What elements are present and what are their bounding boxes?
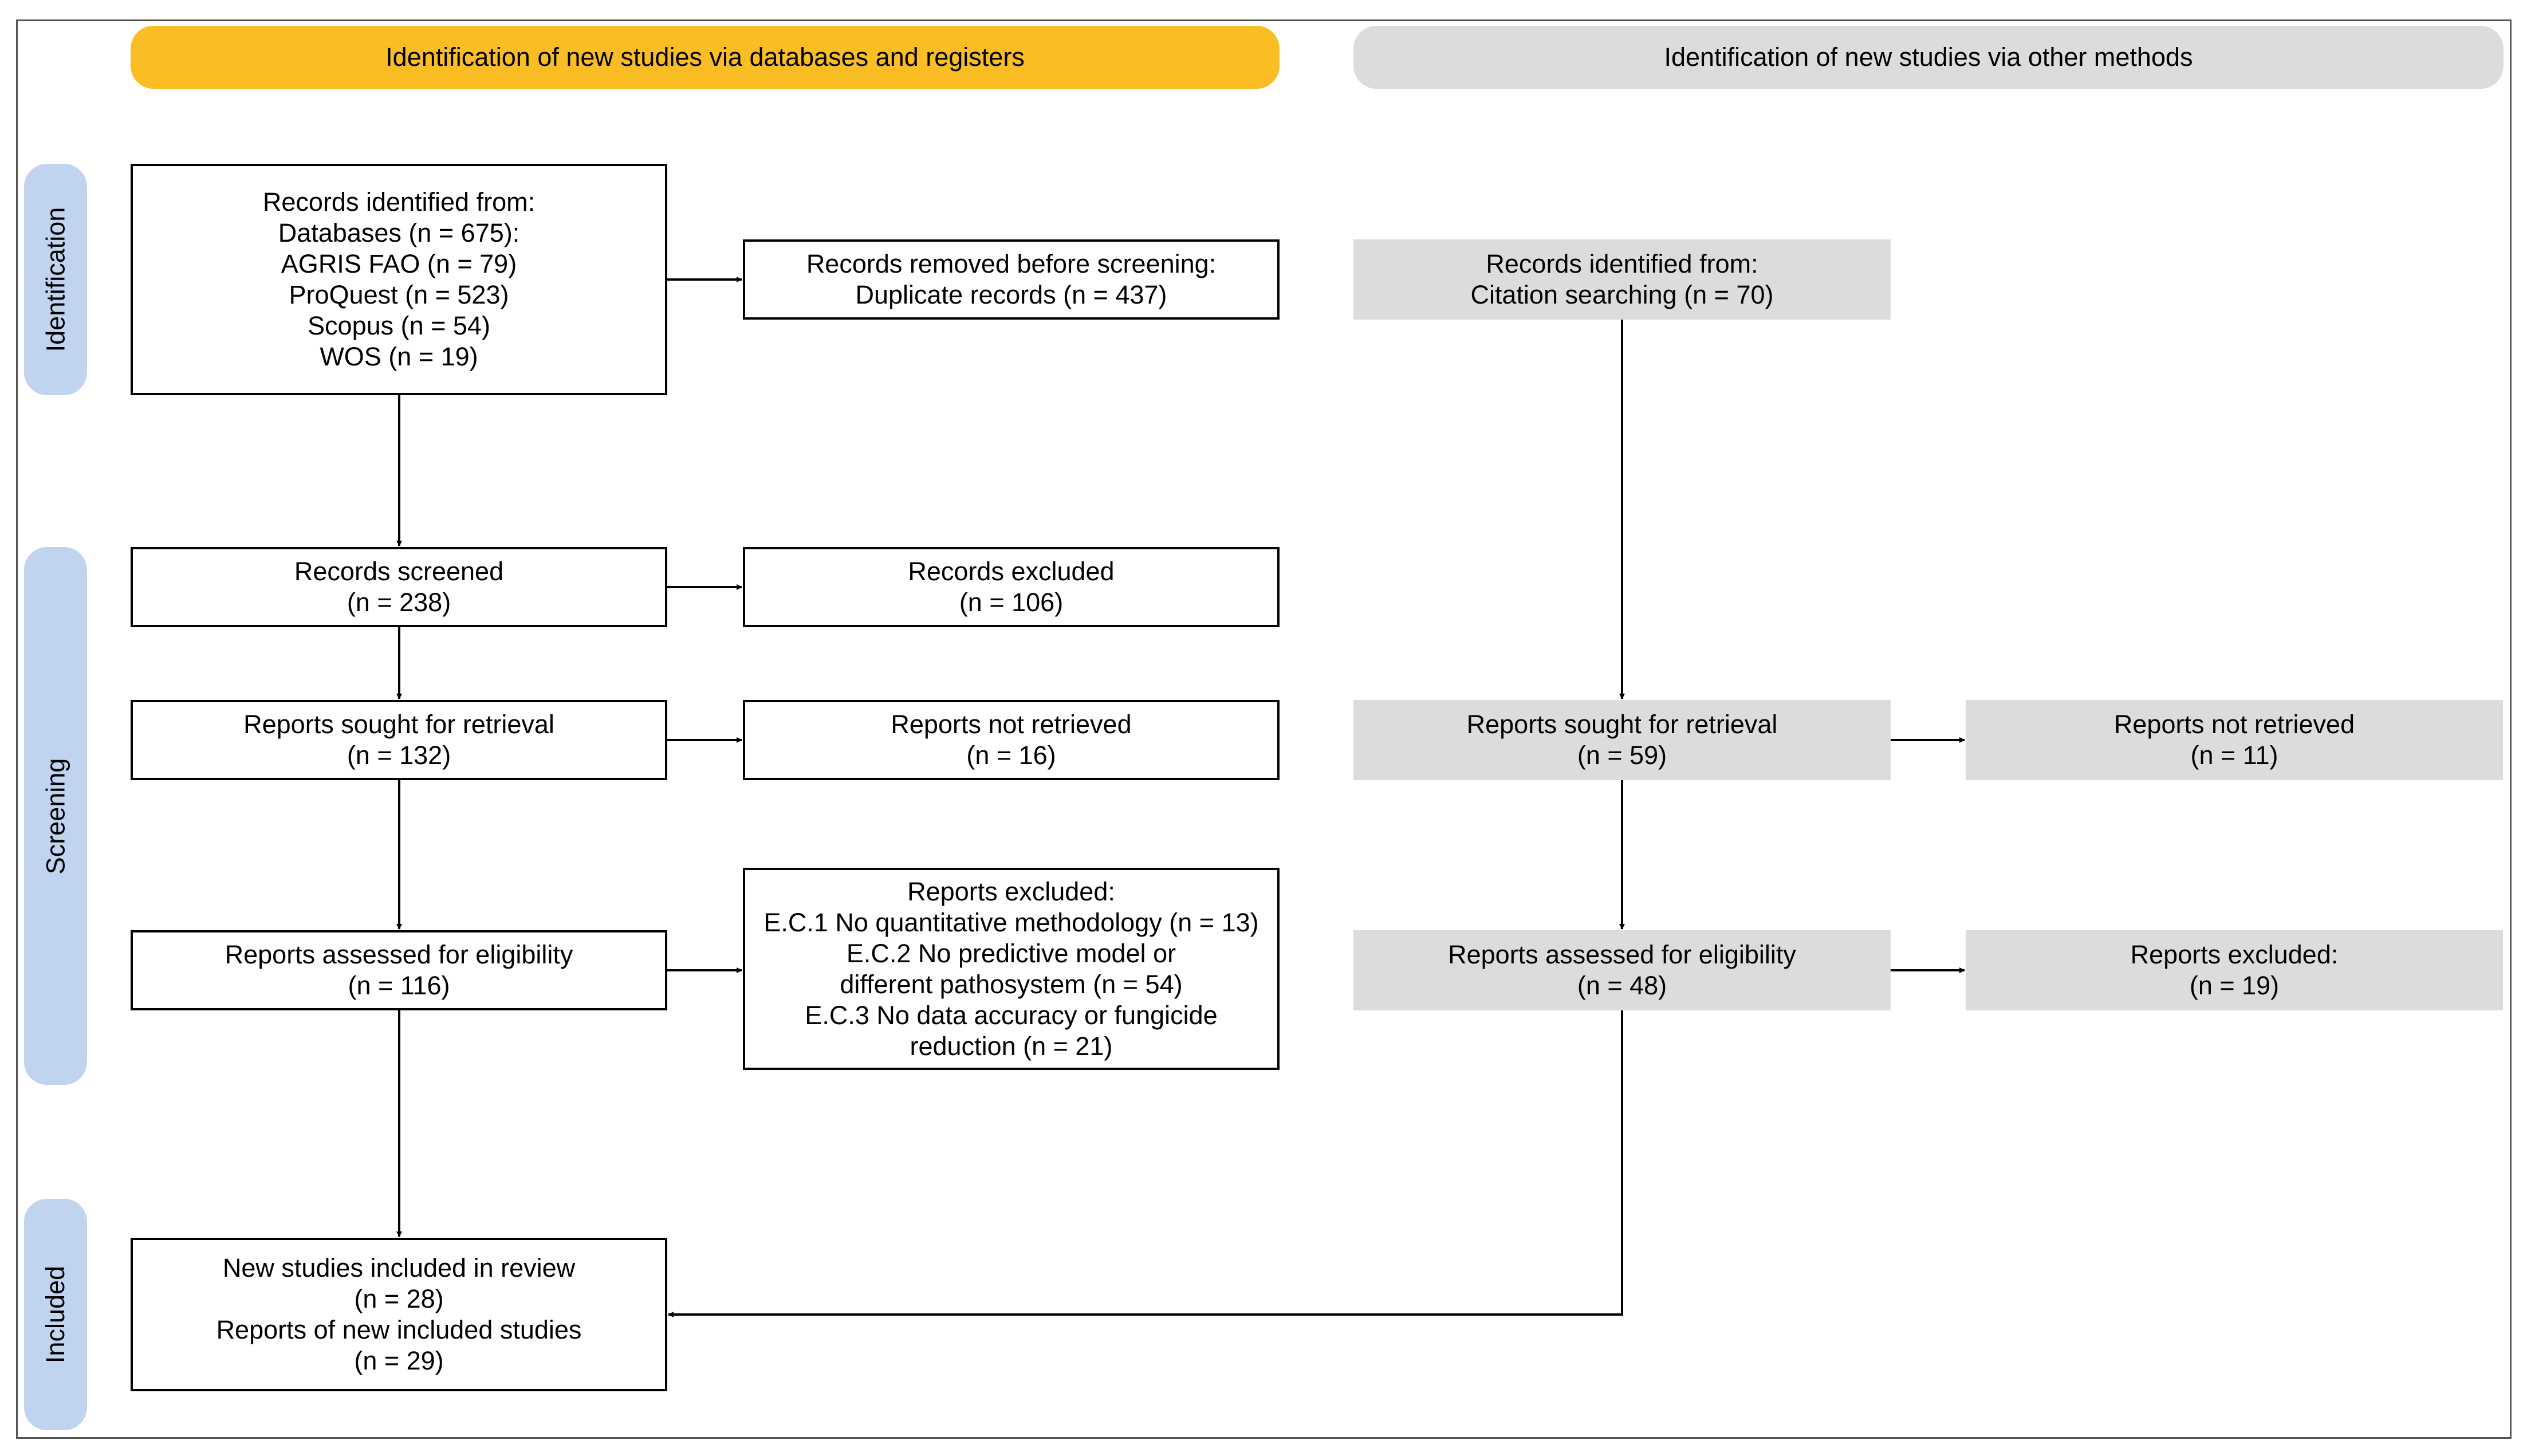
other-reports-not-retrieved-box: Reports not retrieved(n = 11)	[1966, 700, 2503, 780]
box-text-line: (n = 132)	[347, 741, 451, 770]
box-text-line: Databases (n = 675):	[278, 218, 520, 247]
phase-identification: Identification	[24, 164, 87, 395]
box-text-line: Citation searching (n = 70)	[1470, 280, 1774, 309]
box-text-line: (n = 16)	[966, 741, 1056, 770]
box-text-line: E.C.2 No predictive model or	[846, 938, 1176, 968]
box-text-line: Records excluded	[908, 557, 1115, 586]
other-reports-assessed-box: Reports assessed for eligibility(n = 48)	[1353, 930, 1891, 1010]
box-text-line: Reports excluded:	[907, 876, 1115, 906]
box-text-line: Reports sought for retrieval	[243, 710, 554, 739]
other-methods-header: Identification of new studies via other …	[1353, 26, 2504, 89]
other-reports-sought-box: Reports sought for retrieval(n = 59)	[1353, 700, 1891, 780]
box-text-line: ProQuest (n = 523)	[289, 280, 509, 309]
box-text-line: Reports excluded:	[2130, 940, 2339, 969]
box-text-line: (n = 29)	[354, 1346, 444, 1375]
reports-not-retrieved-box: Reports not retrieved(n = 16)	[743, 700, 1280, 780]
box-text-line: Reports of new included studies	[216, 1315, 582, 1344]
box-text-line: E.C.1 No quantitative methodology (n = 1…	[763, 907, 1259, 937]
box-text-line: AGRIS FAO (n = 79)	[281, 249, 517, 278]
databases-header: Identification of new studies via databa…	[131, 26, 1280, 89]
box-text-line: (n = 28)	[354, 1284, 444, 1313]
included-studies-box: New studies included in review(n = 28)Re…	[131, 1238, 667, 1391]
box-text-line: Scopus (n = 54)	[308, 311, 490, 340]
box-text-line: Records screened	[294, 557, 504, 586]
box-text-line: Duplicate records (n = 437)	[855, 280, 1167, 309]
box-text-line: Reports assessed for eligibility	[1448, 940, 1796, 969]
box-text-line: Reports sought for retrieval	[1466, 710, 1778, 739]
box-text-line: Reports assessed for eligibility	[225, 940, 573, 969]
box-text-line: New studies included in review	[222, 1253, 576, 1282]
arrow-other-assessed-to-included	[668, 1010, 1623, 1317]
box-text-line: Reports not retrieved	[891, 710, 1132, 739]
box-text-line: reduction (n = 21)	[910, 1031, 1113, 1061]
box-text-line: (n = 106)	[959, 588, 1064, 617]
reports-sought-box: Reports sought for retrieval(n = 132)	[131, 700, 667, 780]
box-text-line: Records identified from:	[1486, 249, 1758, 278]
diagram-frame	[16, 19, 2512, 1439]
reports-assessed-box: Reports assessed for eligibility(n = 116…	[131, 930, 667, 1010]
box-text-line: (n = 116)	[348, 971, 450, 1000]
box-text-line: Records identified from:	[262, 187, 536, 217]
box-text-line: (n = 59)	[1577, 741, 1667, 770]
citation-records-box: Records identified from:Citation searchi…	[1353, 239, 1891, 320]
records-identified-box: Records identified from:Databases (n = 6…	[131, 164, 667, 395]
box-text-line: E.C.3 No data accuracy or fungicide	[805, 1000, 1218, 1030]
box-text-line: Reports not retrieved	[2113, 710, 2355, 739]
box-text-line: (n = 19)	[2189, 971, 2280, 1000]
records-removed-box: Records removed before screening:Duplica…	[743, 239, 1280, 320]
box-text-line: WOS (n = 19)	[320, 342, 478, 371]
box-text-line: Records removed before screening:	[806, 249, 1217, 278]
box-text-line: (n = 238)	[347, 588, 451, 617]
records-excluded-box: Records excluded(n = 106)	[743, 547, 1280, 627]
box-text-line: (n = 48)	[1577, 971, 1667, 1000]
phase-screening: Screening	[24, 547, 87, 1085]
records-screened-box: Records screened(n = 238)	[131, 547, 667, 627]
phase-included: Included	[24, 1199, 87, 1430]
box-text-line: different pathosystem (n = 54)	[840, 969, 1183, 999]
reports-excluded-box: Reports excluded:E.C.1 No quantitative m…	[743, 868, 1280, 1070]
box-text-line: (n = 11)	[2190, 741, 2278, 770]
other-reports-excluded-box: Reports excluded:(n = 19)	[1966, 930, 2503, 1010]
